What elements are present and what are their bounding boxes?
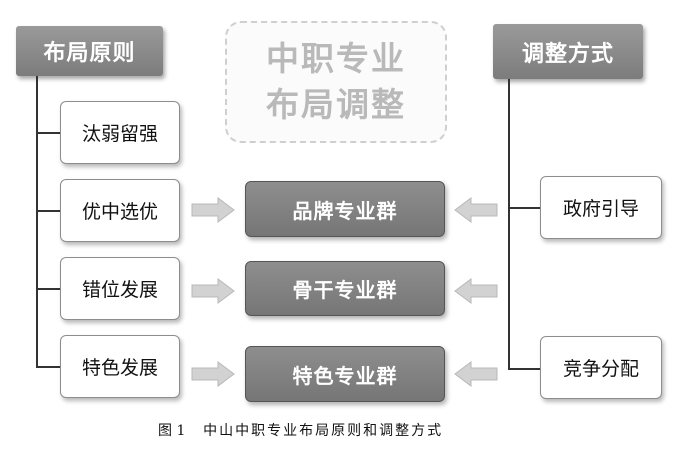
arrow-right-3 bbox=[191, 361, 235, 387]
group-box-2: 骨干专业群 bbox=[245, 261, 445, 316]
left-branch-2 bbox=[36, 210, 60, 212]
left-branch-4 bbox=[36, 366, 60, 368]
arrow-right-2 bbox=[191, 278, 235, 304]
methods-header: 调整方式 bbox=[493, 24, 643, 79]
figure-caption-label: 图 1 bbox=[158, 423, 186, 439]
arrow-left-2 bbox=[454, 278, 498, 304]
principle-box-1: 汰弱留强 bbox=[60, 101, 180, 164]
arrow-left-3 bbox=[454, 361, 498, 387]
center-title-box: 中职专业 布局调整 bbox=[225, 21, 447, 143]
group-box-1: 品牌专业群 bbox=[245, 181, 445, 237]
left-branch-1 bbox=[36, 132, 60, 134]
right-branch-2 bbox=[508, 368, 540, 370]
method-box-1: 政府引导 bbox=[540, 176, 662, 239]
figure-caption: 图 1 中山中职专业布局原则和调整方式 bbox=[158, 420, 578, 442]
arrow-left-1 bbox=[454, 197, 498, 223]
center-title-line1: 中职专业 bbox=[266, 39, 406, 78]
principle-box-2: 优中选优 bbox=[60, 179, 180, 242]
method-box-2: 竞争分配 bbox=[540, 336, 662, 399]
figure-caption-text: 中山中职专业布局原则和调整方式 bbox=[203, 423, 444, 439]
arrow-right-1 bbox=[191, 197, 235, 223]
left-tree-trunk bbox=[36, 76, 38, 367]
principles-header: 布局原则 bbox=[16, 26, 163, 76]
principle-box-4: 特色发展 bbox=[60, 335, 180, 398]
principle-box-3: 错位发展 bbox=[60, 257, 180, 320]
right-tree-trunk bbox=[508, 79, 510, 370]
group-box-3: 特色专业群 bbox=[245, 346, 445, 402]
right-branch-1 bbox=[508, 207, 540, 209]
center-title-line2: 布局调整 bbox=[266, 85, 406, 124]
left-branch-3 bbox=[36, 288, 60, 290]
